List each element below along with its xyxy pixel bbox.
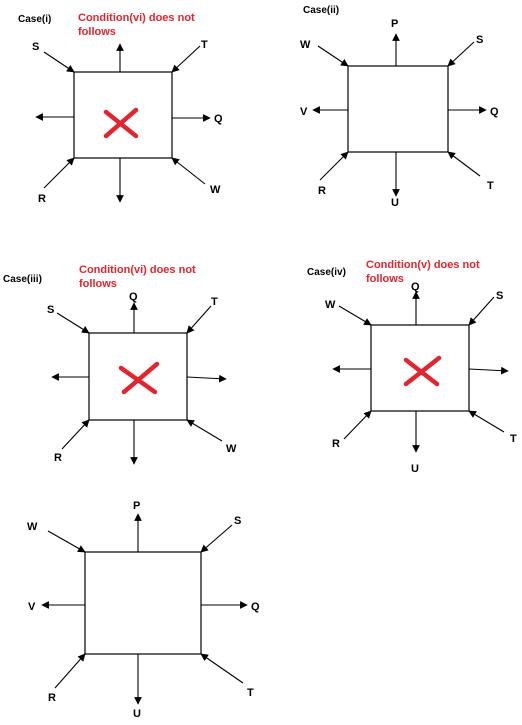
arrow-top-left: [47, 530, 86, 553]
point-label-top-left: S: [32, 41, 39, 53]
point-label-left: V: [28, 601, 36, 613]
cross-mark-icon: [118, 361, 160, 395]
square-box: [88, 332, 188, 421]
arrow-bottom-left: [54, 653, 86, 689]
case-label: Case(iv): [307, 267, 346, 278]
point-label-top-left: W: [300, 39, 311, 51]
point-label-bottom-left: R: [38, 193, 46, 205]
arrow-top-left: [43, 51, 75, 73]
cross-mark-icon: [103, 107, 139, 139]
condition-note-line-1: Condition(vi) does not: [78, 12, 195, 24]
point-label-top-right: S: [234, 515, 241, 527]
point-label-right: Q: [490, 106, 499, 118]
point-label-top-left: W: [325, 299, 336, 311]
point-label-top-left: W: [27, 521, 38, 533]
arrow-top-right: [447, 41, 475, 67]
arrow-bottom-left: [319, 151, 349, 181]
arrow-bottom-right: [171, 157, 206, 185]
point-label-left: V: [300, 106, 308, 118]
condition-note-line-1: Condition(vi) does not: [79, 264, 196, 276]
case-label: Case(iii): [3, 274, 42, 285]
arrow-top-right: [468, 296, 495, 326]
point-label-top-left: S: [47, 304, 54, 316]
arrow-top-right: [186, 305, 212, 334]
arrow-bottom-left: [43, 157, 75, 189]
point-label-bottom-left: R: [54, 452, 62, 464]
point-label-bottom: U: [133, 708, 141, 720]
arrow-right: [186, 374, 227, 383]
arrow-bottom-right: [200, 653, 244, 684]
condition-note-line-2: follows: [78, 26, 116, 38]
point-label-top-right: T: [211, 296, 218, 308]
point-label-bottom-left: R: [332, 438, 340, 450]
panel-case-1: Case(i) Condition(vi) does not follows S…: [18, 12, 223, 205]
arrow-top-left: [317, 45, 349, 67]
arrow-bottom-right: [447, 151, 481, 177]
panel-case-4: Case(iv) Condition(v) does not follows Q…: [307, 259, 517, 475]
point-label-top: P: [391, 18, 398, 30]
panel-case-5: P W S V Q R U T: [27, 500, 260, 720]
arrow-bottom-right: [186, 419, 223, 442]
arrow-bottom-left: [343, 410, 372, 440]
point-label-top-right: T: [201, 39, 208, 51]
square-box: [347, 65, 449, 153]
case-label: Case(ii): [303, 5, 339, 16]
point-label-top: Q: [411, 281, 420, 293]
condition-note-line-1: Condition(v) does not: [366, 259, 480, 271]
square-box: [84, 551, 202, 655]
arrow-top-right: [200, 524, 233, 553]
panel-case-2: Case(ii) P W S V Q R U T: [300, 5, 499, 209]
point-label-bottom-right: T: [487, 180, 494, 192]
point-label-top-right: S: [496, 290, 503, 302]
point-label-top: P: [133, 500, 140, 512]
arrow-bottom-left: [61, 419, 90, 450]
point-label-right: Q: [251, 601, 260, 613]
arrow-bottom-right: [468, 410, 505, 433]
arrow-top-right: [171, 45, 201, 73]
point-label-bottom-right: W: [226, 443, 237, 455]
point-label-right: Q: [214, 113, 223, 125]
point-label-bottom: U: [391, 197, 399, 209]
arrow-top-left: [56, 312, 90, 334]
cross-mark-icon: [403, 355, 442, 387]
case-label: Case(i): [18, 14, 51, 25]
point-label-bottom-left: R: [318, 185, 326, 197]
point-label-top: Q: [129, 291, 138, 303]
point-label-top-right: S: [476, 34, 483, 46]
arrow-right: [468, 366, 509, 375]
arrow-top-left: [338, 305, 372, 326]
point-label-bottom: U: [411, 463, 419, 475]
point-label-bottom-left: R: [48, 692, 56, 704]
point-label-bottom-right: T: [247, 687, 254, 699]
point-label-bottom-right: W: [210, 184, 221, 196]
condition-note-line-2: follows: [366, 273, 404, 285]
square-box: [73, 71, 173, 159]
condition-note-line-2: follows: [79, 278, 117, 290]
panel-case-3: Case(iii) Condition(vi) does not follows…: [3, 264, 237, 465]
point-label-bottom-right: T: [510, 433, 517, 445]
